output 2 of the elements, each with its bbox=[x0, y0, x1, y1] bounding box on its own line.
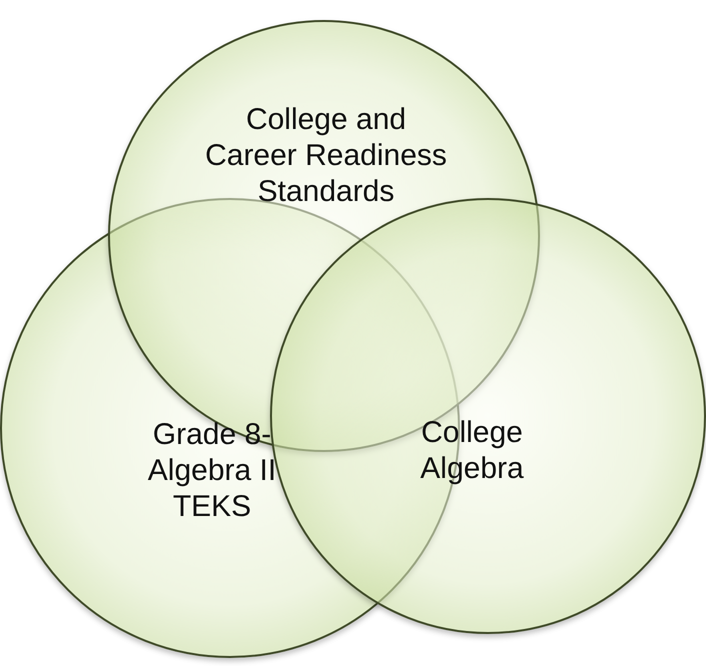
circle-label: College and Career Readiness Standards bbox=[204, 102, 448, 210]
circle-label: College Algebra bbox=[419, 415, 525, 487]
